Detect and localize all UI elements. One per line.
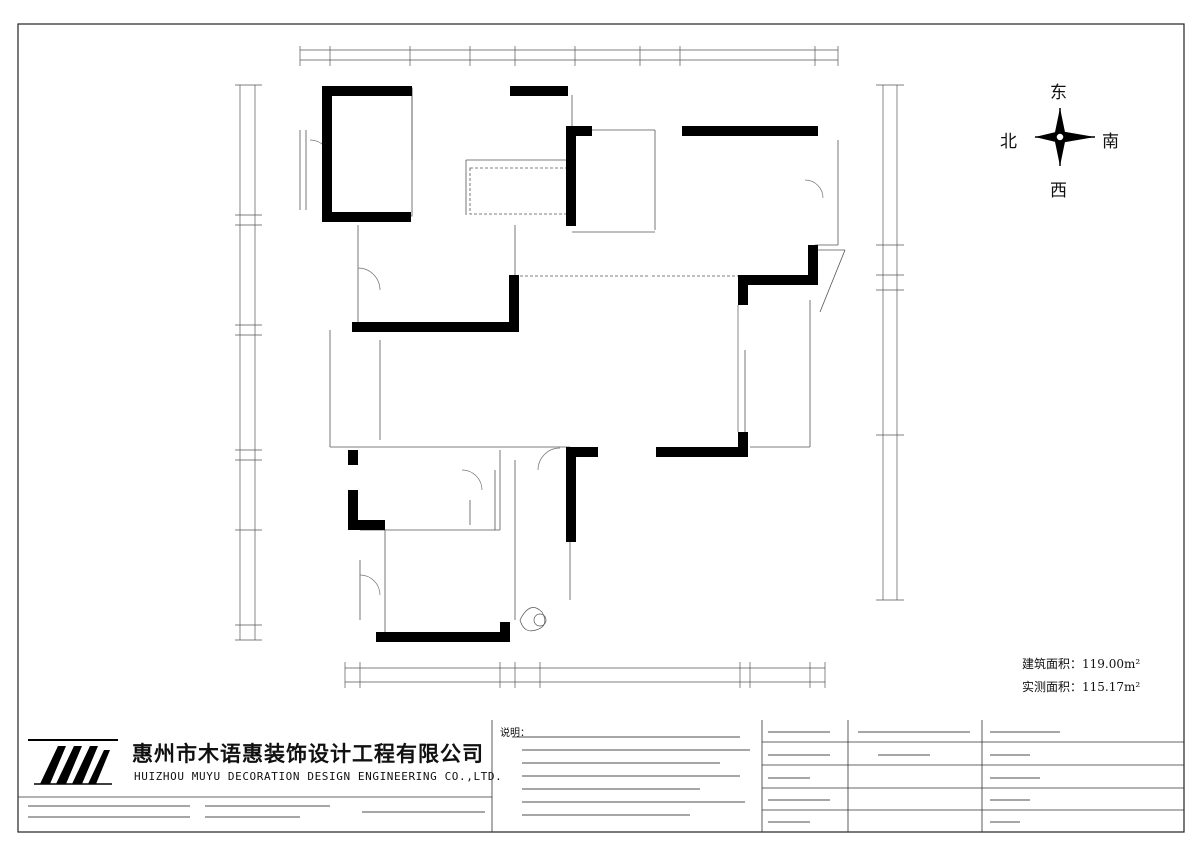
solid-walls	[322, 86, 818, 642]
compass-east-label: 东	[1050, 83, 1067, 103]
company-logo	[28, 739, 118, 785]
bottom-dimension-lines	[344, 662, 826, 688]
notes-text-lines	[28, 731, 1060, 823]
title-block	[18, 720, 1184, 832]
top-dimension-lines	[299, 46, 839, 66]
notes-heading: 说明：	[500, 728, 530, 739]
compass-south-label: 南	[1102, 132, 1119, 152]
right-dimension-lines	[876, 84, 904, 601]
compass-west-label: 西	[1050, 181, 1067, 201]
company-name-cn: 惠州市木语惠装饰设计工程有限公司	[132, 742, 484, 766]
sheet-border	[17, 23, 1185, 833]
measured-area-label: 实测面积：115.17m²	[1022, 680, 1141, 694]
compass-north-label: 北	[1000, 132, 1017, 152]
fixture-symbols	[519, 305, 739, 632]
partition-lines	[299, 87, 846, 640]
company-name-en: HUIZHOU MUYU DECORATION DESIGN ENGINEERI…	[134, 770, 503, 783]
left-dimension-lines	[235, 84, 262, 641]
built-area-label: 建筑面积：119.00m²	[1022, 657, 1141, 671]
compass-rose	[1035, 108, 1095, 166]
